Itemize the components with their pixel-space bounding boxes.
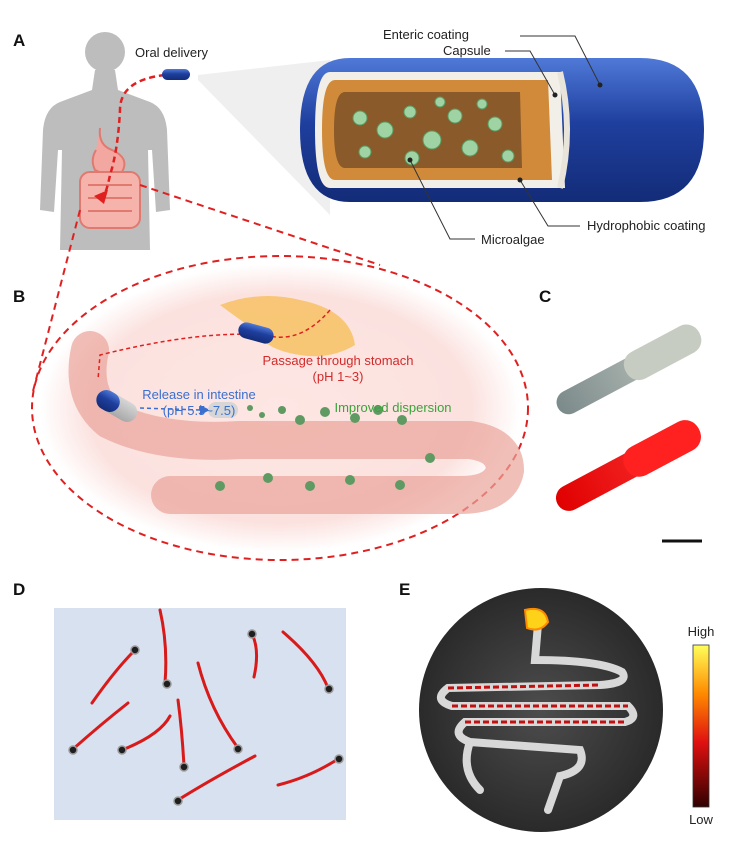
zoom-dashed-lines xyxy=(31,184,381,396)
intestine-tube xyxy=(68,331,525,514)
microalgae-label: Microalgae xyxy=(481,232,545,247)
released-capsule xyxy=(208,402,238,418)
panel-label-a: A xyxy=(13,31,26,50)
dispersed-microalgae xyxy=(215,405,435,491)
intensity-colorbar xyxy=(692,644,710,808)
microalgae-trajectories xyxy=(70,608,340,802)
panel-a-leader-lines xyxy=(409,35,601,240)
stomach-path-dashed xyxy=(97,309,331,381)
enteric-coating-label: Enteric coating xyxy=(383,27,469,42)
panel-label-c: C xyxy=(539,287,552,306)
release-arrowhead xyxy=(200,405,210,415)
stomach-passage-label: Passage through stomach xyxy=(262,353,414,368)
microalgae-cells xyxy=(352,96,515,166)
stomach-capsule xyxy=(238,322,274,344)
delivery-path-arrow xyxy=(99,73,166,200)
dispersion-label: Improved dispersion xyxy=(334,400,452,415)
ct-stomach-hotspot xyxy=(523,607,550,631)
colorbar-low-label: Low xyxy=(689,812,713,827)
hydrophobic-coating-label: Hydrophobic coating xyxy=(587,218,706,233)
zoom-cone xyxy=(198,60,330,215)
oral-delivery-label: Oral delivery xyxy=(135,45,208,60)
panel-a-leader-dots xyxy=(407,82,603,183)
release-path-dashed xyxy=(139,407,201,411)
panel-label-b: B xyxy=(13,287,26,306)
intestine-ph-label: (pH 5.5~7.5) xyxy=(162,403,236,418)
capsule-photo-red xyxy=(555,420,701,511)
ct-intestine-red-signal xyxy=(447,683,628,724)
capsule-label: Capsule xyxy=(443,43,491,58)
panel-label-d: D xyxy=(13,580,26,599)
panel-label-e: E xyxy=(399,580,411,599)
capsule-photo-grey xyxy=(556,324,702,415)
stomach-intestine-icon xyxy=(79,127,141,229)
intestine-release-label: Release in intestine xyxy=(142,387,256,402)
stomach-region xyxy=(220,296,355,357)
stomach-ph-label: (pH 1~3) xyxy=(312,369,364,384)
colorbar-high-label: High xyxy=(687,624,715,639)
intestine-ellipse-outline xyxy=(31,255,529,561)
microalgae-cell-ends xyxy=(68,629,344,806)
intestine-capsule xyxy=(96,390,138,422)
small-capsule-icon xyxy=(162,69,190,80)
delivery-arrowhead xyxy=(94,190,108,204)
capsule-cutaway xyxy=(300,58,704,202)
